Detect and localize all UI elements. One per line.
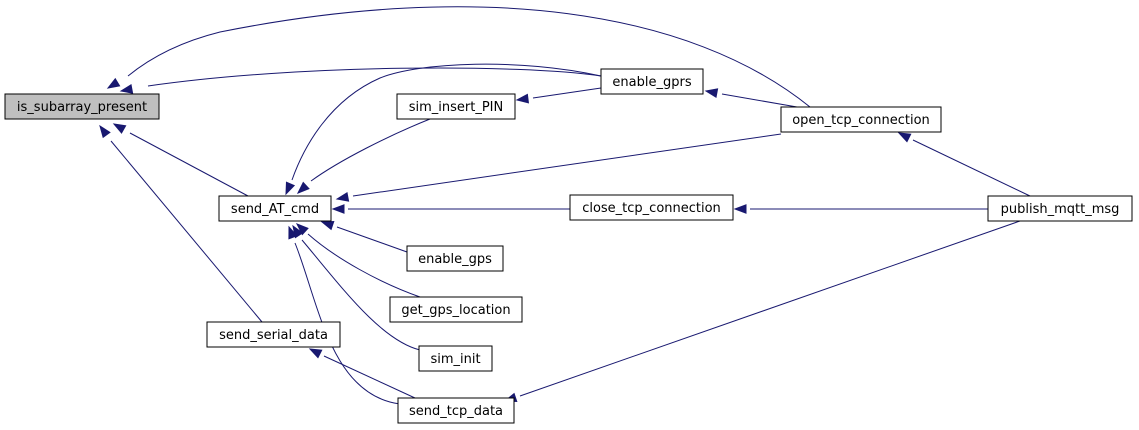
edge-line — [147, 67, 602, 87]
edge-arrowhead — [285, 181, 296, 196]
edge-arrowhead — [295, 223, 309, 236]
node-send_AT_cmd[interactable]: send_AT_cmd — [218, 195, 332, 222]
edge-arrowhead — [296, 181, 310, 194]
edge-send_AT_cmd-to-is_subarray_present — [112, 123, 249, 197]
node-box[interactable] — [569, 194, 734, 221]
node-label: get_gps_location — [401, 303, 510, 318]
edge-sim_insert_PIN-to-send_AT_cmd — [296, 118, 431, 194]
node-label: enable_gprs — [612, 75, 691, 90]
node-label: send_serial_data — [219, 328, 328, 343]
edge-arrowhead — [515, 93, 530, 104]
edge-arrowhead — [308, 348, 323, 359]
edge-line — [310, 118, 431, 182]
node-box[interactable] — [206, 321, 341, 348]
node-open_tcp_connection[interactable]: open_tcp_connection — [780, 106, 942, 133]
edge-line — [352, 133, 782, 197]
node-box[interactable] — [4, 93, 160, 120]
edge-line — [323, 355, 416, 399]
node-label: sim_insert_PIN — [409, 100, 504, 115]
edge-close_tcp_connection-to-send_AT_cmd — [331, 204, 570, 214]
node-box[interactable] — [397, 397, 515, 424]
edge-line — [301, 239, 421, 351]
node-close_tcp_connection[interactable]: close_tcp_connection — [569, 194, 734, 221]
edge-publish_mqtt_msg-to-send_tcp_data — [503, 220, 1021, 403]
node-label: send_AT_cmd — [231, 202, 319, 217]
nodes-layer: is_subarray_present send_AT_cmd send_seria… — [4, 68, 1133, 424]
edge-publish_mqtt_msg-to-open_tcp_connection — [897, 132, 1031, 197]
edge-arrowhead — [704, 88, 719, 98]
node-publish_mqtt_msg[interactable]: publish_mqtt_msg — [987, 195, 1133, 222]
edge-arrowhead — [320, 220, 335, 231]
node-box[interactable] — [780, 106, 942, 133]
node-box[interactable] — [406, 245, 504, 272]
edge-line — [532, 87, 602, 99]
node-box[interactable] — [987, 195, 1133, 222]
edge-arrowhead — [335, 192, 350, 202]
node-box[interactable] — [218, 195, 332, 222]
edge-arrowhead — [733, 204, 747, 214]
node-label: open_tcp_connection — [792, 113, 930, 128]
node-box[interactable] — [600, 68, 704, 95]
node-get_gps_location[interactable]: get_gps_location — [389, 296, 523, 323]
node-box[interactable] — [418, 345, 493, 372]
edge-enable_gprs-to-sim_insert_PIN — [515, 87, 602, 104]
edge-get_gps_location-to-send_AT_cmd — [295, 223, 421, 298]
edge-line — [129, 132, 249, 197]
edge-publish_mqtt_msg-to-close_tcp_connection — [733, 204, 988, 214]
edge-arrowhead — [897, 132, 912, 143]
node-enable_gps[interactable]: enable_gps — [406, 245, 504, 272]
edge-line — [307, 233, 421, 298]
edge-send_serial_data-to-is_subarray_present — [99, 124, 263, 323]
edge-line — [912, 139, 1031, 197]
edge-line — [110, 140, 263, 323]
edge-send_tcp_data-to-send_AT_cmd — [288, 225, 401, 405]
node-sim_init[interactable]: sim_init — [418, 345, 493, 372]
edge-arrowhead — [331, 204, 345, 214]
node-box[interactable] — [396, 93, 516, 120]
edge-line — [291, 63, 602, 181]
node-box[interactable] — [389, 296, 523, 323]
node-label: send_tcp_data — [409, 404, 503, 419]
node-label: publish_mqtt_msg — [1001, 202, 1120, 217]
edge-line — [721, 93, 798, 108]
edge-arrowhead — [119, 84, 134, 94]
node-send_tcp_data[interactable]: send_tcp_data — [397, 397, 515, 424]
node-is_subarray_present[interactable]: is_subarray_present — [4, 93, 160, 120]
edge-open_tcp_connection-to-is_subarray_present — [106, 6, 811, 108]
edge-send_tcp_data-to-send_serial_data — [308, 348, 416, 399]
edge-open_tcp_connection-to-send_AT_cmd — [335, 133, 782, 202]
edge-line — [336, 226, 408, 253]
node-enable_gprs[interactable]: enable_gprs — [600, 68, 704, 95]
node-label: close_tcp_connection — [582, 201, 721, 216]
edge-line — [519, 220, 1021, 397]
edges-layer — [99, 6, 1031, 405]
edge-line — [127, 6, 811, 108]
node-sim_insert_PIN[interactable]: sim_insert_PIN — [396, 93, 516, 120]
node-send_serial_data[interactable]: send_serial_data — [206, 321, 341, 348]
node-label: enable_gps — [418, 252, 492, 267]
node-label: is_subarray_present — [17, 100, 147, 115]
edge-arrowhead — [99, 124, 111, 139]
edge-open_tcp_connection-to-enable_gprs — [704, 88, 798, 108]
edge-enable_gprs-to-is_subarray_present — [119, 67, 602, 94]
edge-enable_gps-to-send_AT_cmd — [320, 220, 408, 253]
edge-arrowhead — [112, 123, 127, 134]
edge-enable_gprs-to-send_AT_cmd — [285, 63, 602, 196]
edge-arrowhead — [288, 225, 298, 240]
node-label: sim_init — [430, 352, 480, 367]
edge-arrowhead — [106, 77, 121, 89]
